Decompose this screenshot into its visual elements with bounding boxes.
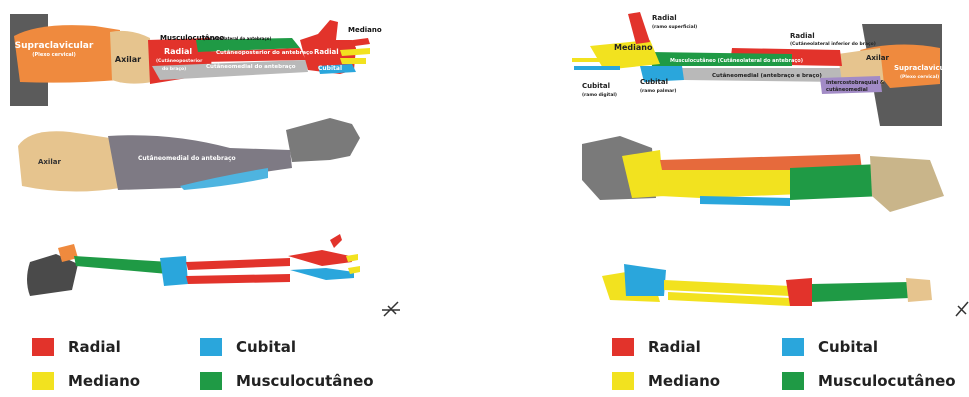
- legend-left-musculocutaneo: Musculocutâneo: [200, 372, 374, 390]
- legend-right-cubital: Cubital: [782, 338, 878, 356]
- legend-label: Musculocutâneo: [818, 372, 956, 390]
- humerus-shaft: [74, 256, 170, 274]
- legend-right-mediano: Mediano: [612, 372, 720, 390]
- right-biceps-green: [790, 164, 884, 200]
- hand-bones-2: [290, 268, 354, 280]
- legend-swatch: [200, 338, 222, 356]
- legend-left-cubital: Cubital: [200, 338, 296, 356]
- hand-grey: [286, 118, 360, 162]
- legend-swatch: [32, 338, 54, 356]
- label-intercostobraquial: Intercostobraquial &: [826, 80, 885, 86]
- legend-swatch: [32, 372, 54, 390]
- ulna: [186, 274, 290, 284]
- label-intercostobraquial-2: cutâneomedial: [826, 86, 868, 93]
- left-skeleton: [27, 234, 360, 296]
- legend-label: Radial: [648, 338, 701, 356]
- axilar-mid-region: [18, 131, 120, 191]
- legend-label: Cubital: [818, 338, 878, 356]
- scapula: [27, 254, 78, 296]
- legend-swatch: [782, 338, 804, 356]
- label-supraclavicular-right-sub: (Plexo cervical): [900, 74, 939, 80]
- right-shoulder-tan: [870, 156, 944, 212]
- label-cubital-hand: Cubital: [318, 65, 342, 72]
- right-radial-thumb: [628, 12, 650, 44]
- right-finger-2: [574, 66, 620, 70]
- label-radial-upper-sub2: do braço): [162, 66, 186, 72]
- right-humerus: [812, 282, 910, 302]
- label-cubital-palmar-sub: (ramo palmar): [640, 88, 676, 94]
- right-top-arm: [572, 12, 942, 126]
- label-mediano-right: Mediano: [614, 43, 653, 52]
- label-radial-upper-right-sub: (Cutâneolateral inferior do braço): [790, 40, 876, 47]
- hand-bones-1: [288, 250, 352, 266]
- label-radial-hand: Radial: [314, 48, 339, 56]
- radius: [186, 258, 290, 270]
- legend-label: Mediano: [648, 372, 720, 390]
- label-mediano-hand: Mediano: [348, 26, 382, 34]
- right-humerus-head: [906, 278, 932, 302]
- legend-swatch: [612, 372, 634, 390]
- finger-tip-2: [348, 266, 360, 274]
- label-radial-top: Radial: [652, 14, 677, 22]
- right-middle-arm: [582, 136, 944, 212]
- right-elbow: [786, 278, 812, 306]
- label-radial-top-sub: (ramo superficial): [652, 24, 697, 30]
- legend-swatch: [782, 372, 804, 390]
- label-supraclavicular-right: Supraclavicular: [894, 64, 956, 72]
- label-cubital-digital-sub: (ramo digital): [582, 92, 617, 98]
- right-skeleton: [602, 264, 932, 306]
- elbow-joint: [160, 256, 188, 286]
- legend-swatch: [200, 372, 222, 390]
- label-cubital-digital: Cubital: [582, 82, 610, 90]
- legend-label: Cubital: [236, 338, 296, 356]
- legend-left-radial: Radial: [32, 338, 121, 356]
- label-cutaneomedial-right: Cutâneomedial (antebraço e braço): [712, 72, 822, 79]
- legend-label: Radial: [68, 338, 121, 356]
- legend-right-radial: Radial: [612, 338, 701, 356]
- handwritten-mark-right: [956, 302, 968, 316]
- right-carpals: [624, 264, 666, 296]
- label-radial-upper: Radial: [164, 47, 192, 56]
- finger-tip-1: [346, 254, 358, 262]
- handwritten-mark-left: [382, 302, 400, 316]
- legend-label: Musculocutâneo: [236, 372, 374, 390]
- label-axilar-right: Axilar: [866, 54, 889, 62]
- legend-swatch: [612, 338, 634, 356]
- right-cubital-strip: [700, 196, 790, 206]
- legend-label: Mediano: [68, 372, 140, 390]
- label-axilar: Axilar: [115, 55, 141, 64]
- label-supraclavicular-sub: (Plexo cervical): [32, 52, 76, 58]
- label-cutaneoposterior-antebraco: Cutâneoposterior do antebraço: [216, 49, 313, 56]
- label-cubital-palmar: Cubital: [640, 78, 668, 86]
- legend-right-musculocutaneo: Musculocutâneo: [782, 372, 956, 390]
- label-musculocutaneo-right: Musculocutâneo (Cutâneolateral do antebr…: [670, 57, 803, 64]
- label-radial-upper-right: Radial: [790, 32, 815, 40]
- right-finger-1: [572, 58, 606, 62]
- label-supraclavicular: Supraclavicular: [15, 41, 94, 51]
- label-radial-upper-sub1: (Cutâneoposterior: [156, 57, 203, 64]
- finger-3: [340, 58, 366, 64]
- label-axilar-mid: Axilar: [38, 158, 61, 166]
- label-musculocutaneo-sub: (Cutâneolateral do antebraço): [203, 36, 271, 41]
- thumb-bone: [330, 234, 342, 248]
- legend-left-mediano: Mediano: [32, 372, 140, 390]
- label-cutaneomedial-antebraco: Cutâneomedial do antebraço: [206, 63, 296, 70]
- label-cutaneomedial-mid: Cutâneomedial do antebraço: [138, 155, 236, 162]
